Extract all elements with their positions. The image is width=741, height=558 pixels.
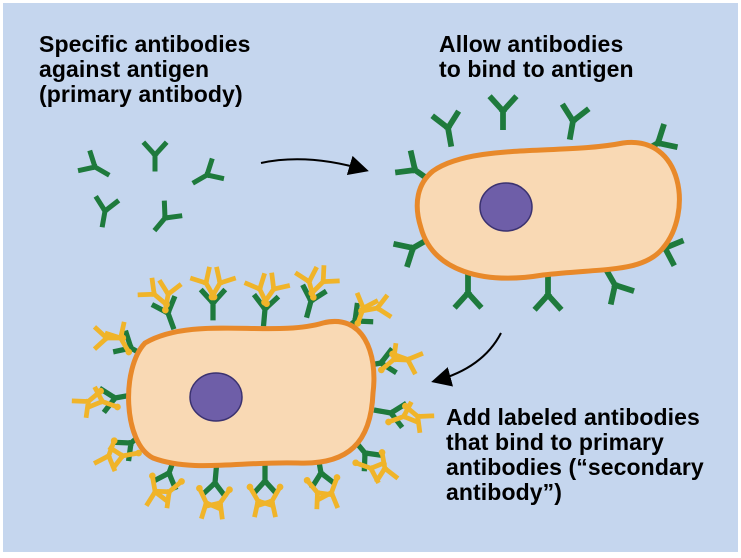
primary-antibody [199, 465, 229, 500]
label-dot [352, 459, 360, 467]
label-dot [378, 449, 386, 456]
secondary-antibody [374, 449, 400, 484]
label-dot [261, 298, 268, 306]
label-dot [385, 418, 392, 426]
primary-antibody [251, 292, 281, 327]
secondary-antibody [208, 266, 237, 301]
primary-antibody [77, 149, 111, 178]
label-dot [135, 449, 142, 457]
label-dot [303, 476, 311, 484]
primary-antibody [250, 463, 280, 497]
label-dot [149, 472, 156, 480]
primary-antibody [487, 94, 519, 130]
label-dot [208, 293, 216, 301]
label-dot [178, 478, 185, 485]
label-dot [401, 402, 409, 410]
secondary-antibody [401, 402, 435, 434]
label-dot [358, 307, 365, 315]
primary-antibody-label: Specific antibodies against antigen (pri… [39, 31, 251, 107]
label-dot [354, 319, 362, 327]
primary-antibody [93, 194, 121, 228]
secondary-antibody [152, 478, 185, 509]
secondary-antibody [104, 321, 133, 356]
label-dot [333, 474, 341, 481]
primary-antibody [452, 274, 484, 310]
secondary-antibody [315, 474, 341, 509]
secondary-antibody [157, 278, 183, 314]
label-dot [162, 306, 169, 314]
label-dot [308, 289, 316, 297]
primary-antibody [559, 102, 591, 141]
bind-step-label: Allow antibodies to bind to antigen [439, 31, 634, 82]
cell-with-secondary [71, 265, 435, 520]
primary-antibody [532, 276, 564, 312]
primary-antibody [141, 140, 169, 172]
secondary-antibody-label: Add labeled antibodies that bind to prim… [446, 404, 704, 505]
secondary-antibody [255, 483, 284, 518]
label-dot [226, 486, 233, 494]
label-dot [196, 484, 203, 492]
secondary-antibody [308, 265, 340, 297]
arrow-add-labeled [431, 332, 502, 387]
label-dot [114, 403, 121, 411]
secondary-antibody [203, 486, 233, 520]
label-dot [110, 437, 118, 445]
primary-antibody [152, 200, 183, 233]
secondary-antibody [261, 272, 291, 306]
primary-antibody [603, 267, 635, 306]
cell-membrane [126, 319, 377, 469]
bound-primary-antibodies [392, 94, 685, 312]
bound-antibody-complexes [71, 265, 435, 520]
free-primary-antibodies [77, 140, 225, 233]
primary-antibody [191, 157, 225, 186]
label-dot [276, 483, 284, 491]
label-dot [246, 483, 254, 491]
nucleus [479, 182, 533, 232]
secondary-antibody [107, 445, 142, 471]
nucleus [189, 372, 243, 422]
primary-antibody [198, 287, 228, 321]
cell-membrane [414, 140, 682, 281]
primary-antibody [430, 109, 462, 148]
secondary-antibody [389, 350, 424, 376]
cell-with-primary [392, 94, 685, 312]
label-dot [389, 350, 396, 358]
secondary-antibody [358, 293, 393, 319]
diagram-artwork [71, 94, 685, 520]
secondary-antibody [86, 385, 121, 411]
label-dot [377, 366, 385, 374]
label-dot [125, 348, 133, 356]
arrow-bind [260, 155, 369, 176]
